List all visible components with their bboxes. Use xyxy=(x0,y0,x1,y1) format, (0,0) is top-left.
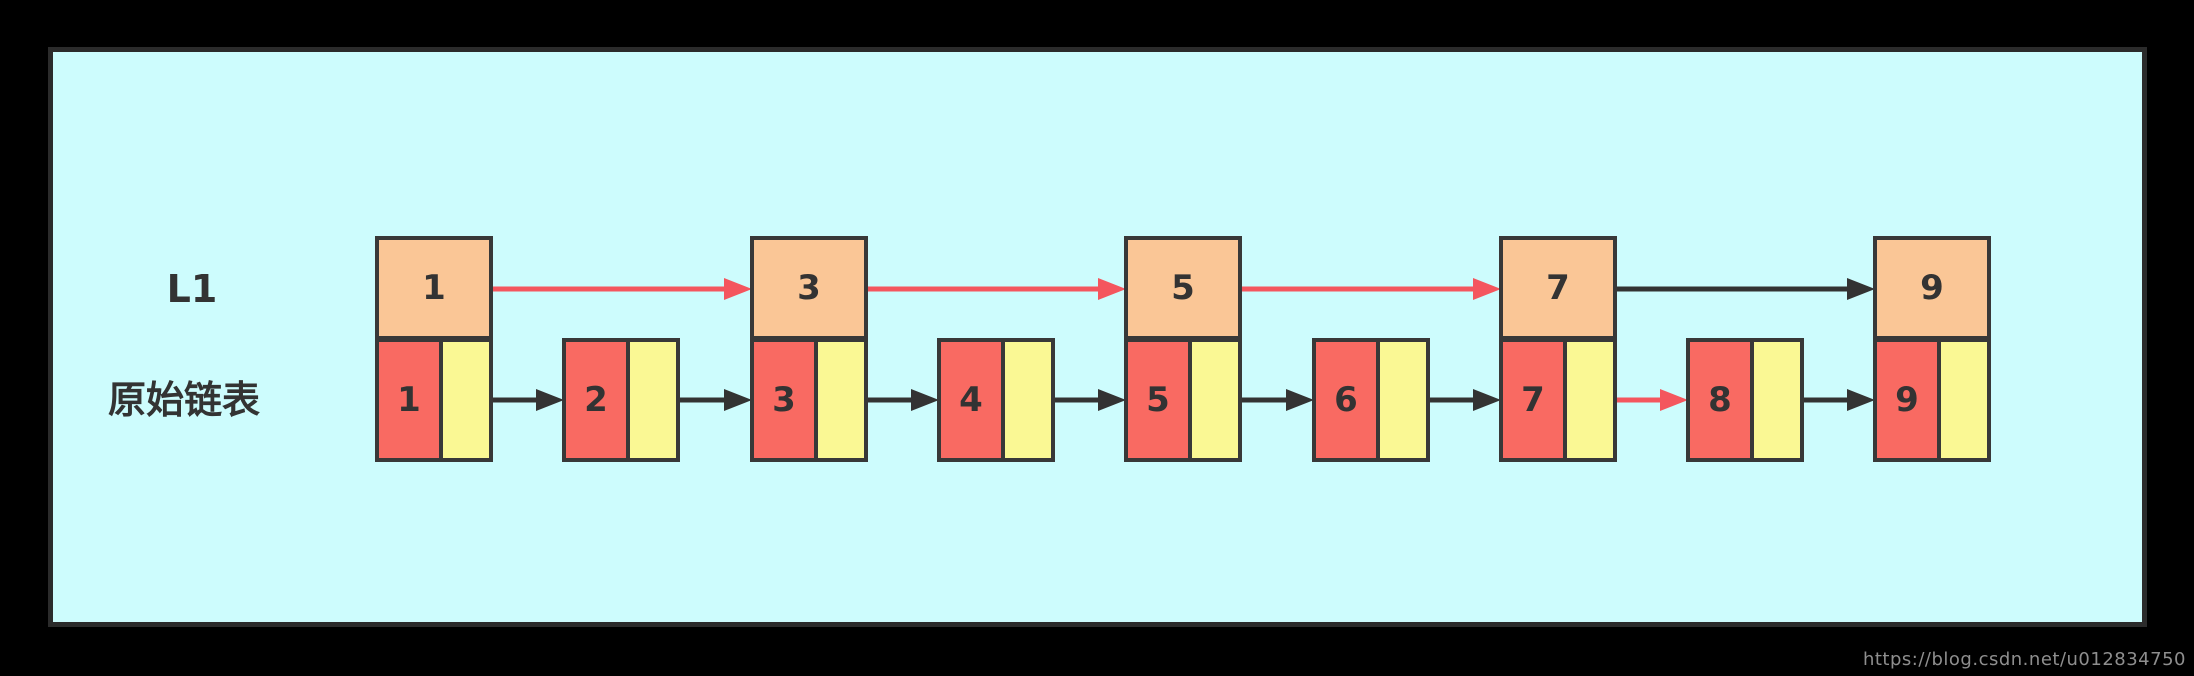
node-data-cell: 5 xyxy=(1128,342,1192,458)
node-value: 3 xyxy=(772,380,796,420)
node-value: 5 xyxy=(1146,380,1170,420)
node-next-cell xyxy=(818,342,864,458)
node-value: 3 xyxy=(797,268,821,308)
lower-list-node: 7 xyxy=(1499,338,1617,462)
node-value: 1 xyxy=(422,268,446,308)
lower-list-node: 1 xyxy=(375,338,493,462)
node-data-cell: 9 xyxy=(1877,342,1941,458)
node-data-cell: 7 xyxy=(1503,342,1567,458)
lower-list-label: 原始链表 xyxy=(107,378,261,422)
lower-list-node: 9 xyxy=(1873,338,1991,462)
node-value: 7 xyxy=(1521,380,1545,420)
node-data-cell: 2 xyxy=(566,342,630,458)
lower-list-node: 5 xyxy=(1124,338,1242,462)
lower-list-node: 6 xyxy=(1312,338,1430,462)
node-data-cell: 1 xyxy=(379,342,443,458)
diagram-panel xyxy=(48,47,2147,627)
node-value: 7 xyxy=(1546,268,1570,308)
lower-list-node: 2 xyxy=(562,338,680,462)
upper-list-node: 1 xyxy=(375,236,493,340)
watermark-url: https://blog.csdn.net/u012834750 xyxy=(1862,649,2186,670)
node-data-cell: 4 xyxy=(941,342,1005,458)
node-value: 4 xyxy=(959,380,983,420)
lower-list-node: 3 xyxy=(750,338,868,462)
node-value: 1 xyxy=(397,380,421,420)
node-value: 8 xyxy=(1708,380,1732,420)
node-value: 9 xyxy=(1895,380,1919,420)
node-value: 5 xyxy=(1171,268,1195,308)
node-next-cell xyxy=(1380,342,1426,458)
upper-list-node: 9 xyxy=(1873,236,1991,340)
node-next-cell xyxy=(630,342,676,458)
lower-list-node: 8 xyxy=(1686,338,1804,462)
lower-list-node: 4 xyxy=(937,338,1055,462)
upper-list-node: 3 xyxy=(750,236,868,340)
upper-list-label: L1 xyxy=(166,267,218,311)
node-next-cell xyxy=(1754,342,1800,458)
node-value: 6 xyxy=(1334,380,1358,420)
node-data-cell: 8 xyxy=(1690,342,1754,458)
node-next-cell xyxy=(1005,342,1051,458)
upper-list-node: 7 xyxy=(1499,236,1617,340)
node-value: 9 xyxy=(1920,268,1944,308)
node-next-cell xyxy=(1192,342,1238,458)
node-next-cell xyxy=(1941,342,1987,458)
node-data-cell: 6 xyxy=(1316,342,1380,458)
node-value: 2 xyxy=(584,380,608,420)
node-next-cell xyxy=(443,342,489,458)
node-data-cell: 3 xyxy=(754,342,818,458)
upper-list-node: 5 xyxy=(1124,236,1242,340)
node-next-cell xyxy=(1567,342,1613,458)
